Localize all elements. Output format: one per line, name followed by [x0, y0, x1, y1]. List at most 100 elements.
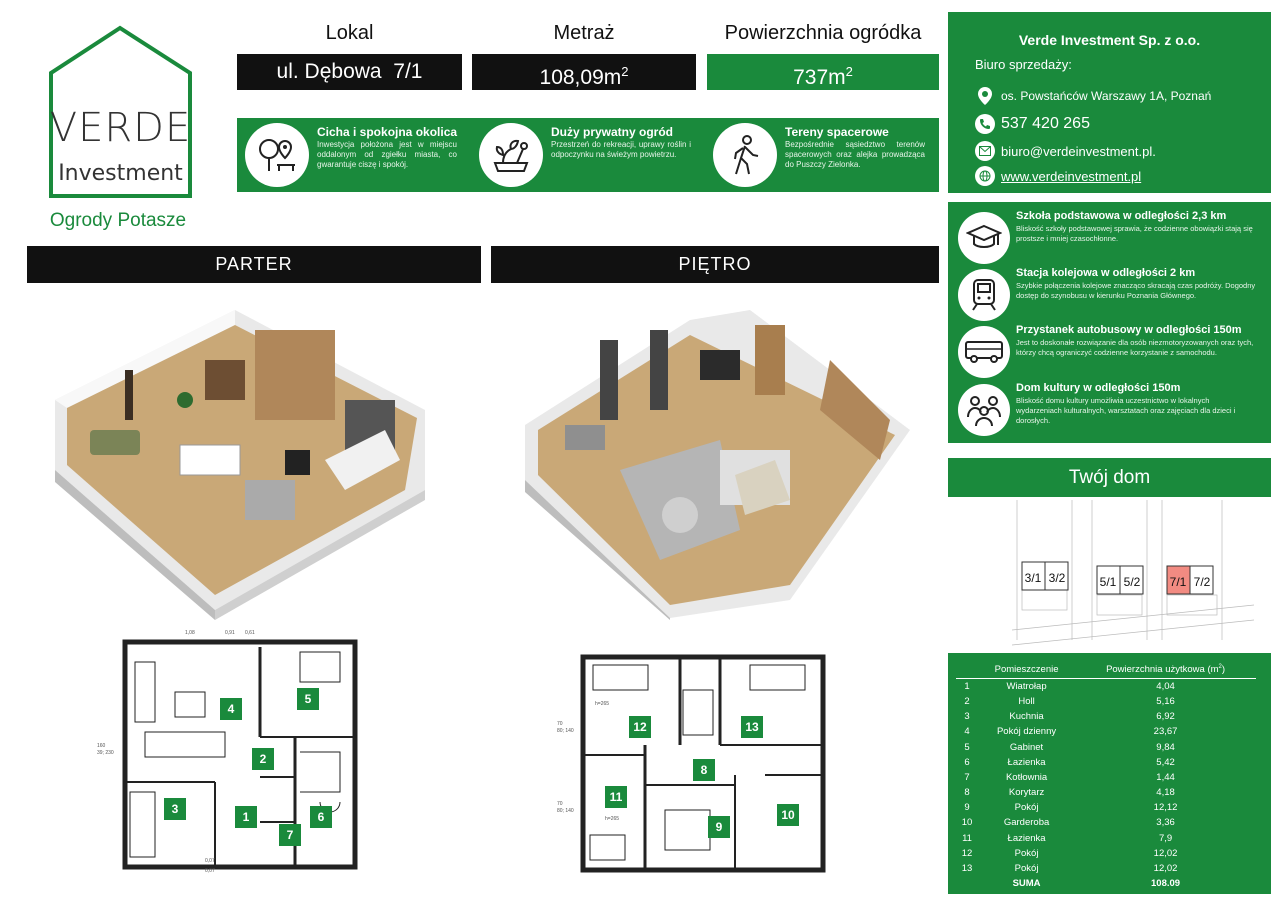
nearby-desc: Jest to doskonałe rozwiązanie dla osób n…: [1016, 338, 1254, 357]
room-name: Pokój: [1014, 802, 1039, 814]
row-number: 3: [964, 711, 970, 723]
email-icon: [975, 141, 995, 161]
row-number: 8: [964, 787, 970, 799]
bus-icon: [958, 326, 1010, 378]
svg-text:39; 230: 39; 230: [97, 750, 114, 756]
nearby-desc: Szybkie połączenia kolejowe znacząco skr…: [1016, 281, 1256, 300]
pietro-heading: PIĘTRO: [491, 246, 939, 283]
room-area: 5,42: [1156, 756, 1175, 768]
email-link[interactable]: biuro@verdeinvestment.pl.: [1001, 143, 1156, 159]
office-label: Biuro sprzedaży:: [975, 57, 1072, 72]
row-number: 9: [964, 802, 970, 814]
row-number: 2: [964, 695, 970, 707]
nearby-culture: Dom kultury w odległości 150m Bliskość d…: [958, 382, 1268, 438]
site-plan: 3/1 3/2 5/1 5/2 7/1 7/2: [1012, 500, 1254, 646]
row-number: 6: [964, 756, 970, 768]
room-badge: 1: [235, 806, 257, 828]
tree-location-icon: [245, 123, 309, 187]
room-name: Kotłownia: [1005, 771, 1048, 783]
parter-3d-render: [55, 310, 425, 620]
lokal-label: Lokal: [325, 22, 374, 44]
phone-icon: [975, 114, 995, 134]
room-badge: 13: [741, 716, 763, 738]
phone-row: 537 420 265: [975, 113, 1090, 135]
train-icon: [958, 269, 1010, 321]
logo-word-verde: VERDE: [49, 105, 192, 151]
room-name: Kuchnia: [1009, 711, 1044, 723]
svg-text:h=265: h=265: [595, 701, 609, 707]
row-number: 13: [961, 863, 973, 874]
site-unit-label: 5/1: [1100, 575, 1117, 589]
room-area: 3,36: [1156, 817, 1175, 829]
row-number: 11: [962, 832, 972, 844]
room-name: Łazienka: [1007, 832, 1046, 844]
nearby-title: Dom kultury w odległości 150m: [1016, 382, 1181, 394]
site-unit-label: 5/2: [1124, 575, 1141, 589]
svg-text:0,07: 0,07: [205, 868, 215, 874]
room-area: 4,18: [1156, 787, 1175, 799]
svg-text:70: 70: [557, 801, 563, 807]
metraz-value: 108,09m2: [472, 54, 696, 90]
room-badge: 12: [629, 716, 651, 738]
svg-text:0,91: 0,91: [225, 630, 235, 636]
area-table: Pomieszczenie Powierzchnia użytkowa (m2)…: [956, 663, 1256, 891]
col-area-header: Powierzchnia użytkowa (m2): [1075, 663, 1256, 680]
svg-text:70: 70: [557, 721, 563, 727]
globe-icon: [975, 166, 995, 186]
room-name: Gabinet: [1009, 741, 1044, 753]
ogrodek-value: 737m2: [707, 54, 939, 90]
company-card: Verde Investment Sp. z o.o. Biuro sprzed…: [948, 12, 1271, 193]
site-unit-label: 3/2: [1049, 571, 1066, 585]
twoj-dom-heading: Twój dom: [948, 458, 1271, 497]
table-row: 7 Kotłownia 1,44: [956, 770, 1256, 785]
nearby-bus: Przystanek autobusowy w odległości 150m …: [958, 324, 1268, 380]
room-area: 6,92: [1156, 711, 1175, 723]
room-badge: 3: [164, 798, 186, 820]
feature-title: Duży prywatny ogród: [551, 125, 674, 139]
lokal-value: ul. Dębowa 7/1: [237, 54, 462, 90]
room-area: 7,9: [1158, 832, 1173, 844]
phone-link[interactable]: 537 420 265: [1001, 115, 1090, 132]
room-name: Pokój dzienny: [996, 726, 1057, 738]
table-row: 8 Korytarz 4,18: [956, 785, 1256, 800]
feature-desc: Bezpośrednie sąsiedztwo terenów spacerow…: [785, 140, 925, 169]
room-badge: 8: [693, 759, 715, 781]
svg-text:160: 160: [97, 743, 106, 749]
room-name: Korytarz: [1008, 787, 1045, 799]
feature-garden: Duży prywatny ogród Przestrzeń do rekrea…: [471, 118, 705, 192]
graduation-cap-icon: [958, 212, 1010, 264]
logo-word-investment: Investment: [58, 161, 183, 186]
svg-text:h=265: h=265: [605, 816, 619, 822]
room-area: 5,16: [1156, 695, 1175, 707]
svg-text:0,61: 0,61: [245, 630, 255, 636]
room-name: Pokój: [1014, 863, 1039, 874]
svg-text:80; 140: 80; 140: [557, 808, 574, 814]
row-number: 7: [964, 771, 970, 783]
svg-text:1,08: 1,08: [185, 630, 195, 636]
email-row: biuro@verdeinvestment.pl.: [975, 140, 1156, 162]
nearby-desc: Bliskość szkoły podstawowej sprawia, że …: [1016, 224, 1253, 243]
room-area: 1,44: [1156, 771, 1175, 783]
row-number: 5: [964, 741, 970, 753]
site-unit-label-highlight: 7/1: [1170, 575, 1187, 589]
room-area: 23,67: [1153, 726, 1178, 738]
nearby-train: Stacja kolejowa w odległości 2 km Szybki…: [958, 267, 1268, 323]
room-badge: 2: [252, 748, 274, 770]
website-link[interactable]: www.verdeinvestment.pl: [1001, 168, 1142, 184]
room-badge: 7: [279, 824, 301, 846]
project-name: Ogrody Potasze: [49, 210, 187, 231]
community-icon: [958, 384, 1010, 436]
table-row: 11 Łazienka 7,9: [956, 831, 1256, 846]
room-badge: 9: [708, 816, 730, 838]
svg-text:80; 140: 80; 140: [557, 728, 574, 734]
col-room-header: Pomieszczenie: [978, 663, 1076, 680]
